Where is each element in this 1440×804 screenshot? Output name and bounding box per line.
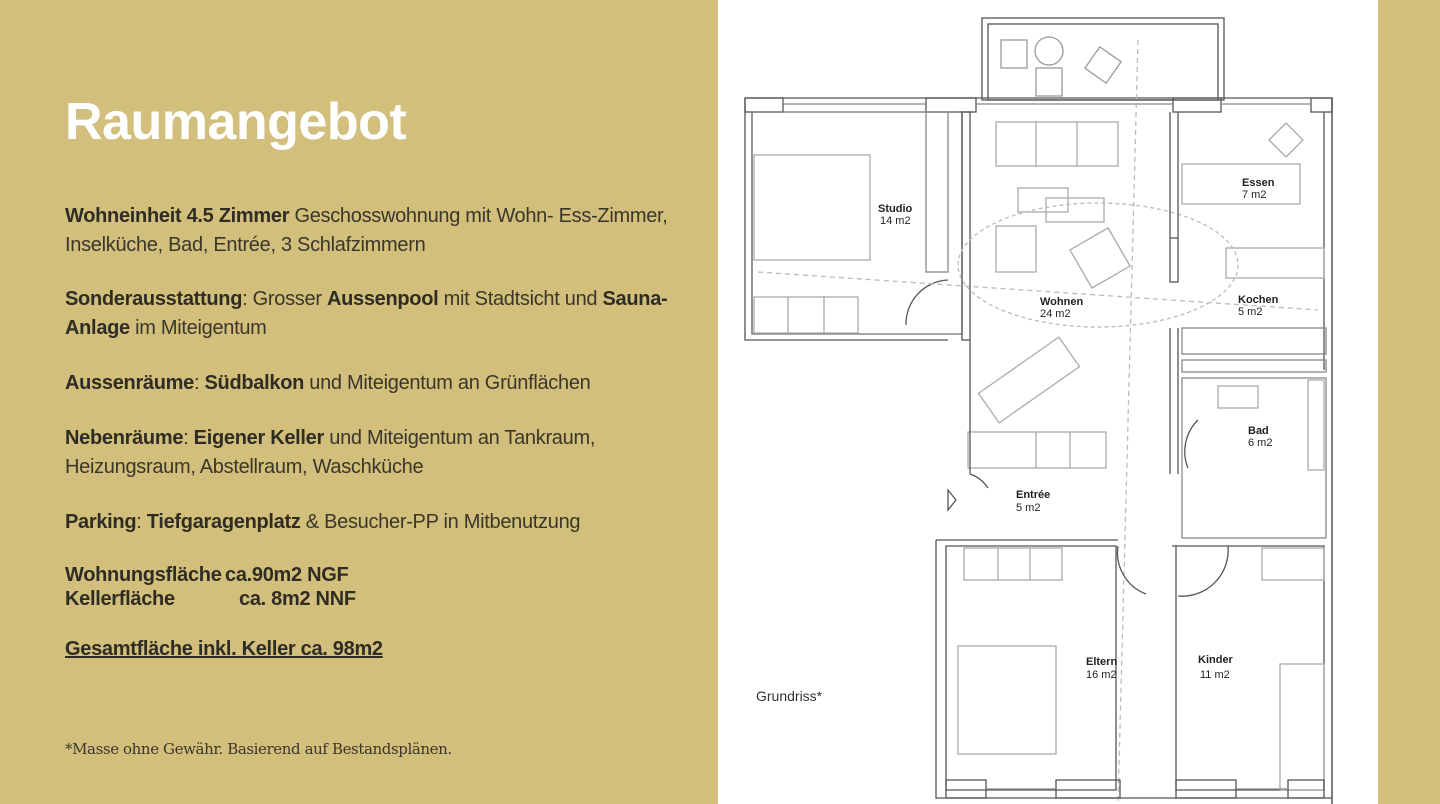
unit-description: Wohneinheit 4.5 Zimmer Geschosswohnung m… bbox=[65, 202, 685, 260]
features-text: im Miteigentum bbox=[129, 317, 267, 339]
room-eltern-area: 16 m2 bbox=[1086, 669, 1117, 681]
room-essen-name: Essen bbox=[1242, 177, 1275, 189]
features-sauna: Sauna-Anlage bbox=[65, 288, 668, 339]
features-text: : Grosser bbox=[242, 288, 327, 310]
room-kinder-name: Kinder bbox=[1198, 654, 1234, 666]
unit-text: Geschosswohnung mit Wohn- Ess-Zimmer, In… bbox=[65, 205, 668, 256]
cellar-area-label: Kellerfläche bbox=[65, 588, 175, 610]
parking-garage: Tiefgaragenplatz bbox=[146, 511, 301, 533]
parking-label: Parking bbox=[65, 511, 137, 533]
parking-text: & Besucher-PP in Mitbenutzung bbox=[300, 511, 581, 533]
unit-label: Wohneinheit 4.5 Zimmer bbox=[65, 205, 290, 227]
room-wohnen-area: 24 m2 bbox=[1040, 308, 1071, 320]
room-bad-name: Bad bbox=[1248, 425, 1269, 437]
ancillary-rooms: Nebenräume: Eigener Keller und Miteigent… bbox=[65, 424, 685, 482]
room-wohnen-name: Wohnen bbox=[1040, 296, 1083, 308]
plan-caption: Grundriss* bbox=[756, 688, 823, 704]
room-labels: Studio 14 m2 Wohnen 24 m2 Essen 7 m2 Koc… bbox=[878, 177, 1279, 681]
floor-plan-panel: Studio 14 m2 Wohnen 24 m2 Essen 7 m2 Koc… bbox=[718, 0, 1378, 804]
outdoor-text: und Miteigentum an Grünflächen bbox=[304, 372, 591, 394]
room-kochen-name: Kochen bbox=[1238, 294, 1279, 306]
room-kochen-area: 5 m2 bbox=[1238, 306, 1262, 318]
cellar-area-value: ca. 8m2 NNF bbox=[239, 588, 356, 610]
parking-text: : bbox=[136, 511, 147, 533]
ancillary-label: Nebenräume bbox=[65, 427, 184, 449]
room-entree-area: 5 m2 bbox=[1016, 502, 1040, 514]
footnote: *Masse ohne Gewähr. Basierend auf Bestan… bbox=[65, 740, 452, 758]
room-kinder-area: 11 m2 bbox=[1200, 669, 1230, 681]
ancillary-cellar: Eigener Keller bbox=[193, 427, 325, 449]
info-panel: Raumangebot Wohneinheit 4.5 Zimmer Gesch… bbox=[0, 0, 718, 804]
room-bad-area: 6 m2 bbox=[1248, 437, 1272, 449]
features-text: mit Stadtsicht und bbox=[438, 288, 603, 310]
room-studio-area: 14 m2 bbox=[880, 215, 911, 227]
room-essen-area: 7 m2 bbox=[1242, 189, 1266, 201]
living-area-value: ca.90m2 NGF bbox=[225, 564, 349, 586]
outdoor-label: Aussenräume bbox=[65, 372, 194, 394]
page-title: Raumangebot bbox=[65, 93, 407, 151]
outdoor-spaces: Aussenräume: Südbalkon und Miteigentum a… bbox=[65, 369, 685, 398]
parking: Parking: Tiefgaragenplatz & Besucher-PP … bbox=[65, 508, 685, 537]
features-pool: Aussenpool bbox=[326, 288, 439, 310]
total-area: Gesamtfläche inkl. Keller ca. 98m2 bbox=[65, 638, 383, 660]
ancillary-text: und Miteigentum an Tankraum, Heizungsrau… bbox=[65, 427, 596, 478]
outdoor-balcony: Südbalkon bbox=[204, 372, 305, 394]
right-accent-strip bbox=[1378, 0, 1440, 804]
room-entree-name: Entrée bbox=[1016, 489, 1050, 501]
ancillary-text: : bbox=[183, 427, 194, 449]
features-label: Sonderausstattung bbox=[65, 288, 243, 310]
living-area-label: Wohnungsfläche bbox=[65, 564, 222, 586]
room-studio-name: Studio bbox=[878, 203, 912, 215]
floor-plan: Studio 14 m2 Wohnen 24 m2 Essen 7 m2 Koc… bbox=[744, 17, 1333, 804]
special-features: Sonderausstattung: Grosser Aussenpool mi… bbox=[65, 285, 685, 343]
outdoor-text: : bbox=[193, 372, 205, 394]
room-eltern-name: Eltern bbox=[1086, 656, 1117, 668]
